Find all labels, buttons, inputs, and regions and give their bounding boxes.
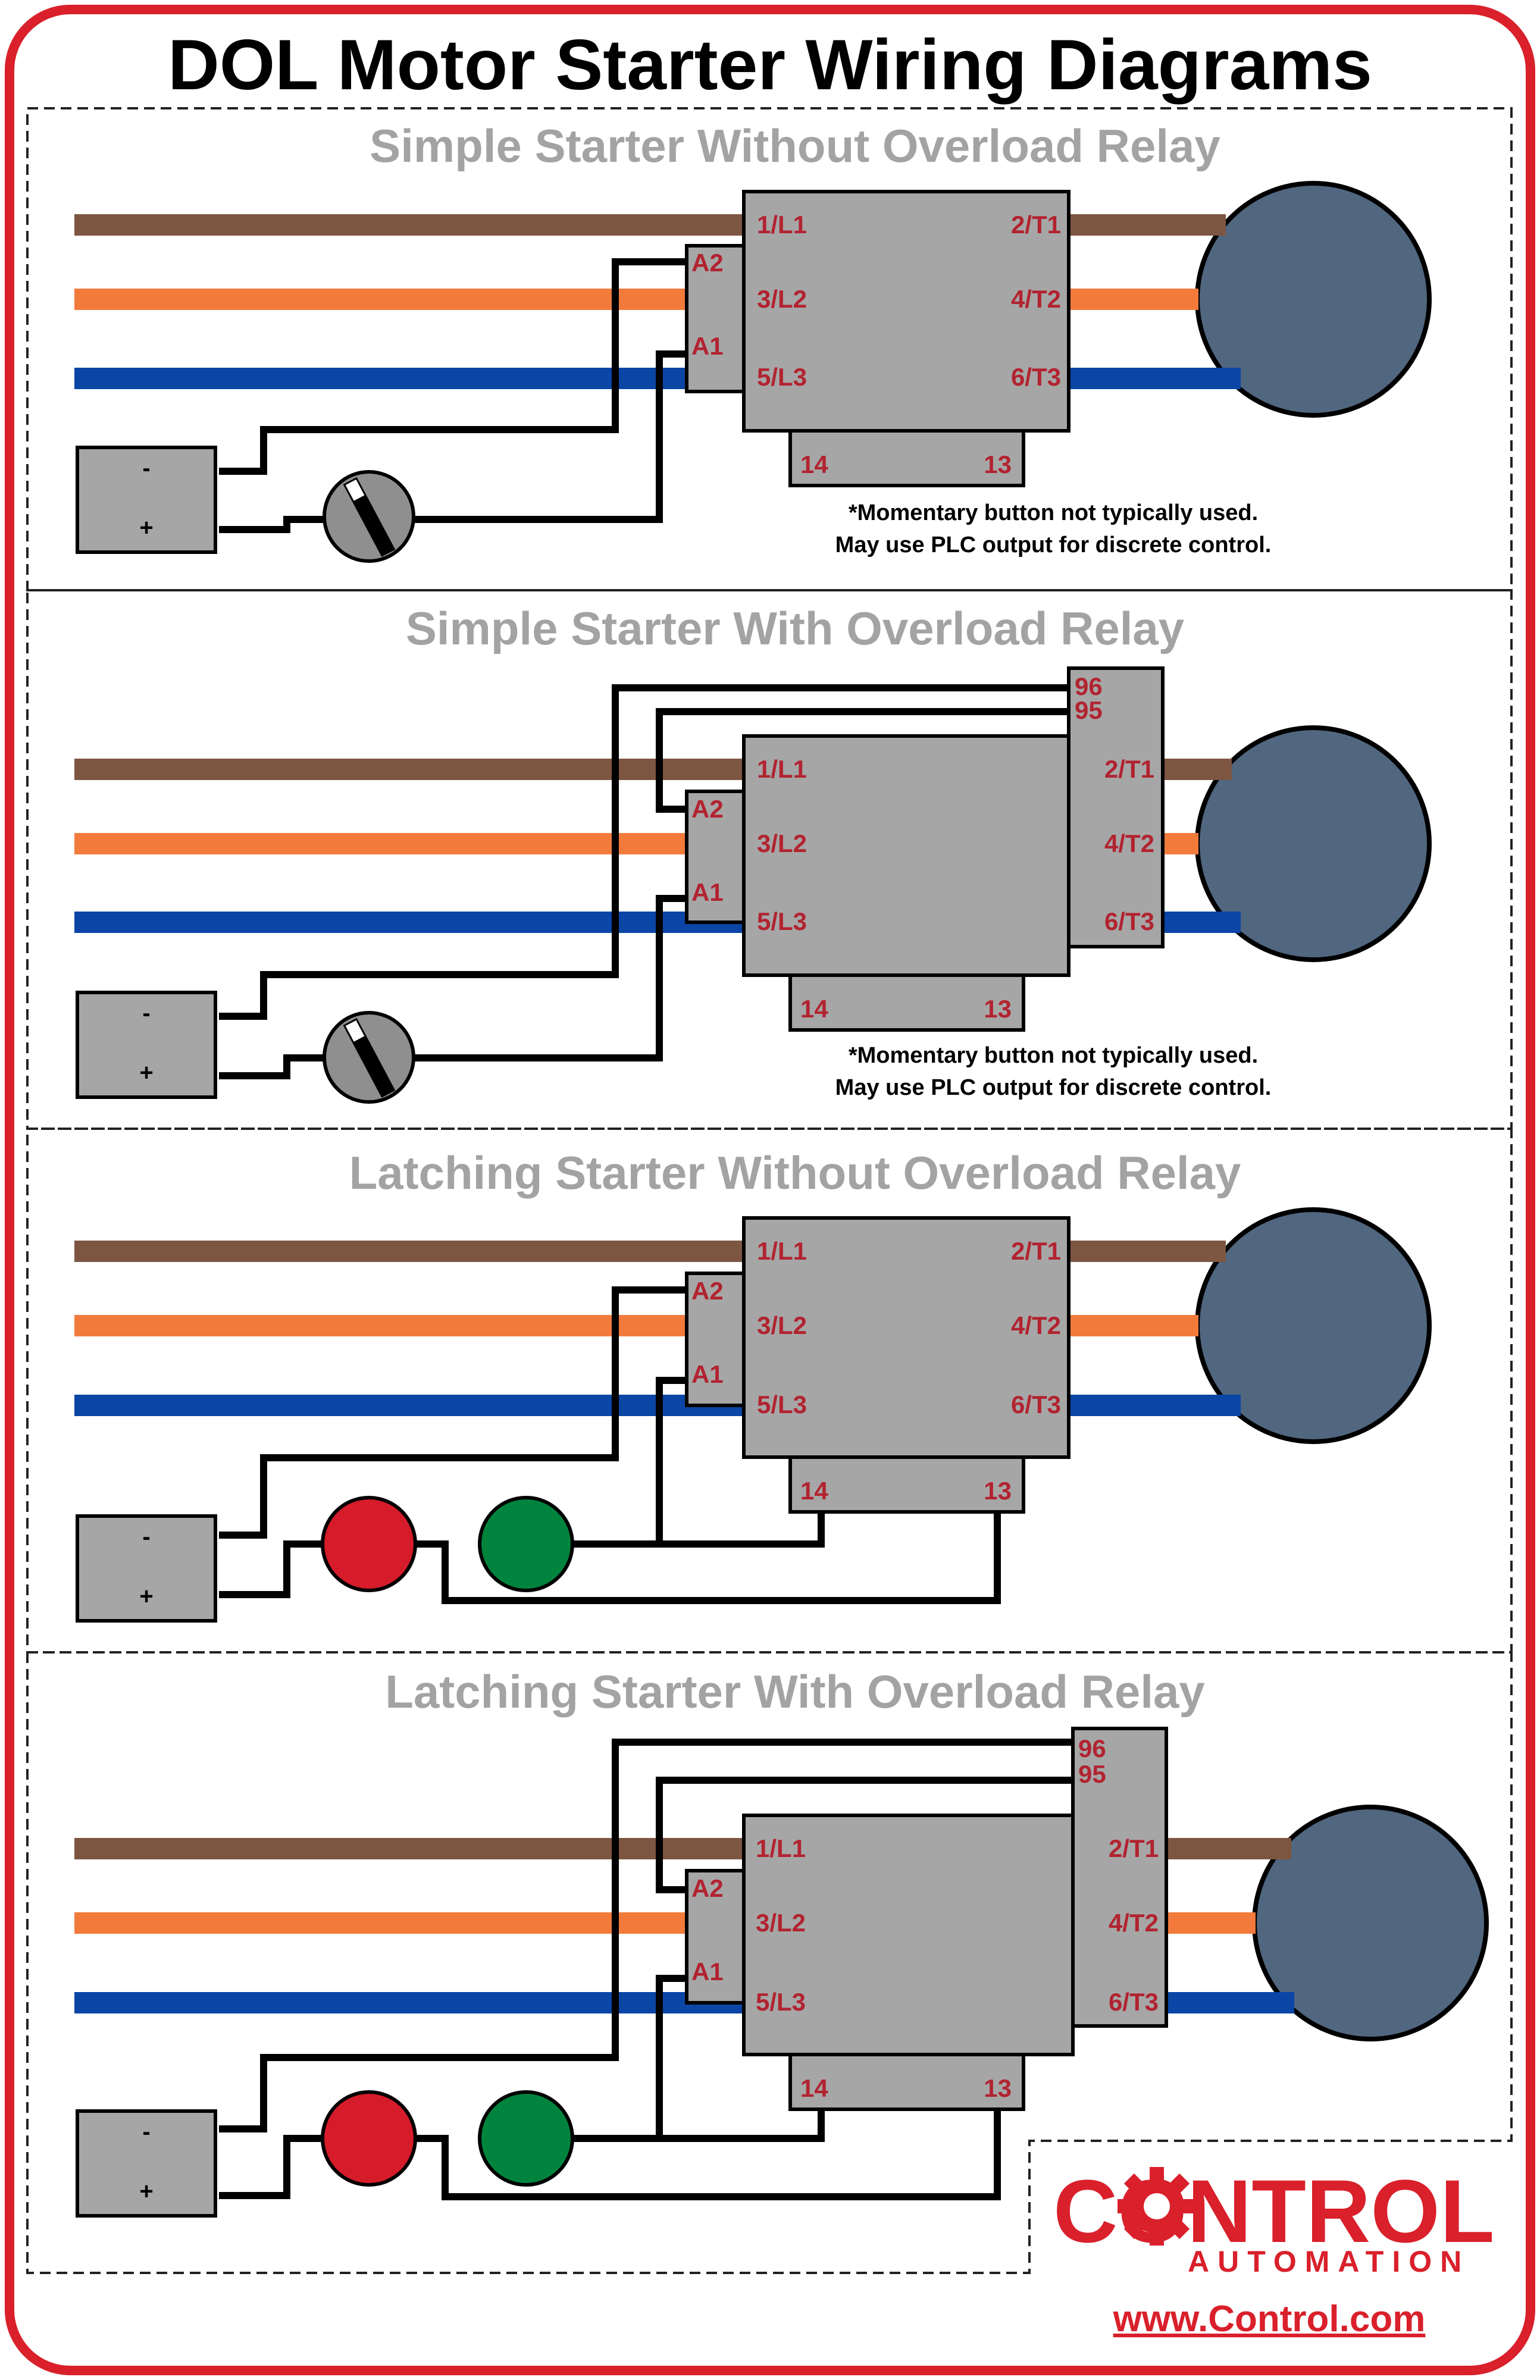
power-supply-minus: - xyxy=(142,455,150,481)
terminal-1l1: 1/L1 xyxy=(756,1834,806,1862)
coil-terminal-block xyxy=(685,790,746,924)
stop-button xyxy=(321,2090,417,2187)
logo-sub-text: AUTOMATION xyxy=(1188,2245,1470,2278)
control-wiring xyxy=(219,684,1069,1079)
power-supply-plus: + xyxy=(139,2178,153,2204)
start-button xyxy=(478,1496,574,1592)
note-line-1: *Momentary button not typically used. xyxy=(849,1043,1258,1068)
momentary-switch xyxy=(323,1011,415,1104)
terminal-a2: A2 xyxy=(691,249,724,277)
stop-button xyxy=(321,1496,417,1592)
note-line-2: May use PLC output for discrete control. xyxy=(835,533,1272,558)
terminal-a2: A2 xyxy=(691,795,724,823)
terminal-13: 13 xyxy=(984,450,1012,478)
control-wiring xyxy=(219,1286,1001,1604)
power-supply-minus: - xyxy=(142,1000,150,1026)
terminal-5l3: 5/L3 xyxy=(757,363,807,391)
power-supply-plus: + xyxy=(139,515,153,541)
overload-relay xyxy=(1071,1727,1168,2028)
terminal-13: 13 xyxy=(984,1477,1012,1505)
terminal-1l1: 1/L1 xyxy=(757,755,807,783)
control-wiring xyxy=(219,1739,1073,2200)
terminal-a2: A2 xyxy=(691,1277,724,1305)
terminal-4t2: 4/T2 xyxy=(1104,829,1154,857)
terminal-6t3: 6/T3 xyxy=(1109,1988,1159,2016)
terminal-a1: A1 xyxy=(691,1360,724,1388)
contactor xyxy=(742,734,1071,977)
terminal-4t2: 4/T2 xyxy=(1109,1909,1159,1937)
terminal-5l3: 5/L3 xyxy=(757,907,807,935)
terminal-6t3: 6/T3 xyxy=(1011,363,1061,391)
terminal-13: 13 xyxy=(984,995,1012,1023)
page-title: DOL Motor Starter Wiring Diagrams xyxy=(168,25,1372,105)
auxiliary-contact xyxy=(788,1455,1025,1514)
auxiliary-contact xyxy=(788,2053,1025,2111)
section-title: Simple Starter With Overload Relay xyxy=(406,602,1184,654)
terminal-3l2: 3/L2 xyxy=(757,285,807,313)
terminal-1l1: 1/L1 xyxy=(757,1237,807,1265)
terminal-14: 14 xyxy=(800,995,828,1023)
terminal-3l2: 3/L2 xyxy=(756,1909,806,1937)
auxiliary-contact xyxy=(788,429,1025,487)
contactor xyxy=(742,190,1071,433)
contactor xyxy=(742,1814,1075,2056)
power-supply xyxy=(76,446,217,554)
terminal-14: 14 xyxy=(800,2074,828,2102)
auxiliary-contact xyxy=(788,973,1025,1032)
overload-relay xyxy=(1067,666,1165,948)
power-supply xyxy=(76,991,217,1099)
terminal-3l2: 3/L2 xyxy=(757,829,807,857)
terminal-a1: A1 xyxy=(691,878,724,906)
power-supply-plus: + xyxy=(139,1060,153,1086)
terminal-14: 14 xyxy=(800,1477,828,1505)
gear-icon xyxy=(1118,2167,1196,2246)
terminal-2t1: 2/T1 xyxy=(1104,755,1154,783)
terminal-95: 95 xyxy=(1075,696,1103,724)
section-latching-no-overload: Latching Starter Without Overload Relay … xyxy=(74,1147,1432,1623)
terminal-2t1: 2/T1 xyxy=(1109,1834,1159,1862)
terminal-96: 96 xyxy=(1078,1734,1106,1762)
terminal-95: 95 xyxy=(1078,1760,1106,1788)
control-wiring xyxy=(219,258,690,533)
terminal-6t3: 6/T3 xyxy=(1011,1391,1061,1418)
coil-terminal-block xyxy=(685,1272,746,1407)
terminal-4t2: 4/T2 xyxy=(1011,1311,1061,1339)
power-supply xyxy=(76,2109,217,2218)
terminal-4t2: 4/T2 xyxy=(1011,285,1061,313)
note-line-1: *Momentary button not typically used. xyxy=(849,500,1258,525)
contactor xyxy=(742,1216,1071,1459)
terminal-5l3: 5/L3 xyxy=(757,1391,807,1418)
control-automation-logo: CONTROL AUTOMATION www.Control.com xyxy=(1053,2161,1495,2340)
start-button xyxy=(478,2090,574,2187)
terminal-96: 96 xyxy=(1075,672,1103,700)
section-simple-no-overload: Simple Starter Without Overload Relay A2… xyxy=(74,120,1432,563)
terminal-3l2: 3/L2 xyxy=(757,1311,807,1339)
power-supply-minus: - xyxy=(142,1524,150,1550)
momentary-switch xyxy=(323,470,415,563)
power-supply xyxy=(76,1514,217,1623)
section-title: Simple Starter Without Overload Relay xyxy=(370,120,1220,172)
section-title: Latching Starter Without Overload Relay xyxy=(349,1147,1241,1199)
section-title: Latching Starter With Overload Relay xyxy=(385,1665,1205,1718)
terminal-13: 13 xyxy=(984,2074,1012,2102)
terminal-5l3: 5/L3 xyxy=(756,1988,806,2016)
power-supply-plus: + xyxy=(139,1583,153,1609)
terminal-1l1: 1/L1 xyxy=(757,211,807,239)
section-borders xyxy=(26,107,1513,2274)
terminal-a2: A2 xyxy=(691,1874,724,1902)
note-line-2: May use PLC output for discrete control. xyxy=(835,1075,1272,1100)
section-simple-with-overload: Simple Starter With Overload Relay A2 A1… xyxy=(74,602,1432,1104)
terminal-2t1: 2/T1 xyxy=(1011,211,1061,239)
terminal-14: 14 xyxy=(800,450,828,478)
terminal-a1: A1 xyxy=(691,1958,724,1986)
website-link[interactable]: www.Control.com xyxy=(1113,2298,1426,2340)
terminal-2t1: 2/T1 xyxy=(1011,1237,1061,1265)
power-supply-minus: - xyxy=(142,2119,150,2145)
section-latching-with-overload: Latching Starter With Overload Relay A2 … xyxy=(74,1665,1489,2218)
terminal-a1: A1 xyxy=(691,332,724,360)
terminal-6t3: 6/T3 xyxy=(1104,907,1154,935)
